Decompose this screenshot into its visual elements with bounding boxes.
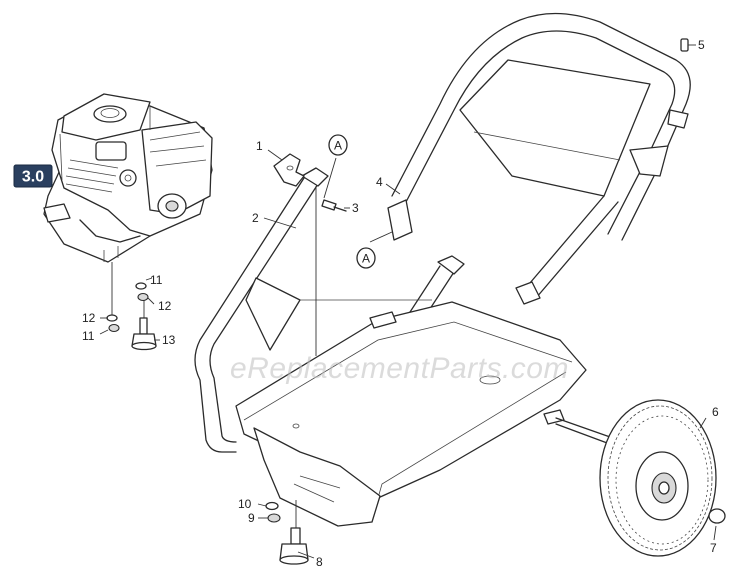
section-badge-label: 3.0 [22,169,44,186]
handle-frame-rear [387,12,691,305]
handle-cap [680,38,689,52]
callout-12-left: 12 [82,311,96,325]
bolt [321,199,347,212]
callout-11-lower: 11 [82,329,95,343]
base-deck [235,301,631,527]
callout-9: 9 [248,511,255,525]
reference-marker-top-label: A [334,139,342,153]
callout-7: 7 [710,541,717,555]
section-badge: 3.0 [13,164,53,188]
callouts: 1 2 3 4 5 6 7 8 9 10 11 11 12 12 13 [82,38,719,569]
callout-5: 5 [698,38,705,52]
reference-marker-top: A [328,134,348,156]
leader-lines [99,44,717,559]
callout-12-right: 12 [158,299,172,313]
callout-3: 3 [352,201,359,215]
engine-mount-hardware [106,262,157,351]
watermark: eReplacementParts.com [230,352,569,385]
callout-13: 13 [162,333,176,347]
reference-marker-bottom: A [356,247,376,269]
callout-6: 6 [712,405,719,419]
hub-cap [708,508,726,524]
wheel [599,399,717,557]
engine-assembly [43,93,213,263]
callout-4: 4 [376,175,383,189]
reference-marker-bottom-label: A [362,252,370,266]
callout-11-upper: 11 [150,273,163,287]
callout-2: 2 [252,211,259,225]
callout-8: 8 [316,555,323,569]
callout-10: 10 [238,497,252,511]
knob [273,153,305,187]
callout-1: 1 [256,139,263,153]
foot-mount [265,500,309,565]
